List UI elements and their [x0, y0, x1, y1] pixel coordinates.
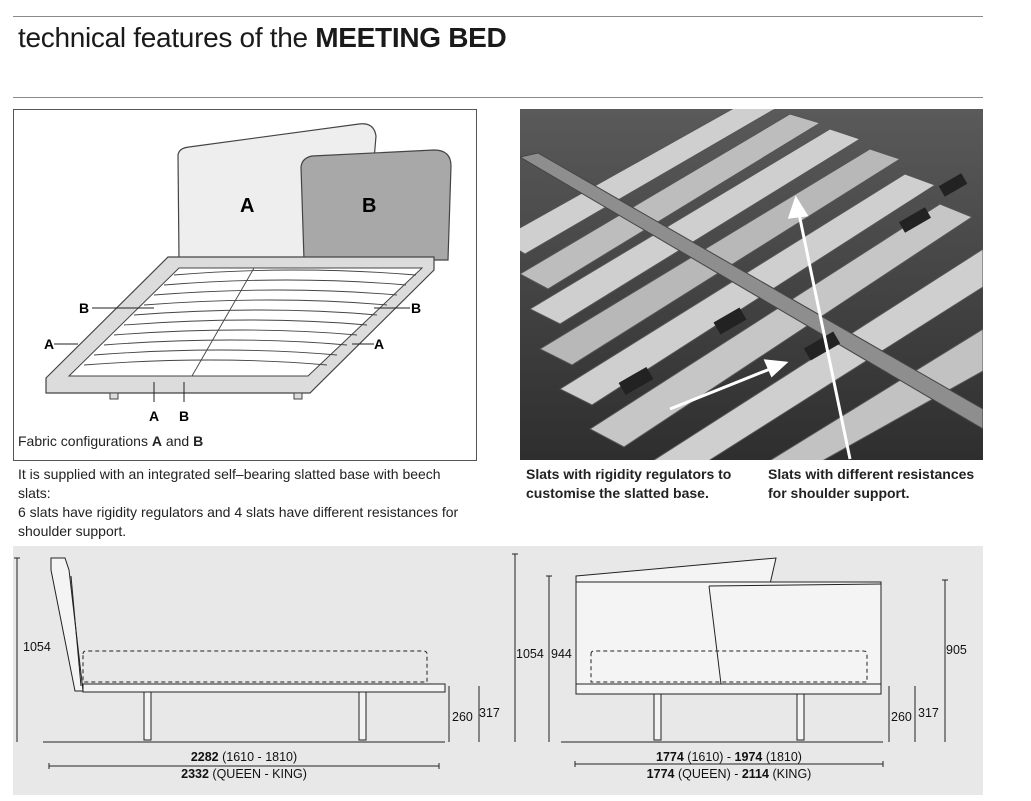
side-height-frame: 260: [452, 710, 473, 724]
side-height-headboard: 1054: [23, 640, 51, 654]
description-line-3: 6 slats have rigidity regulators and 4 s…: [18, 504, 459, 520]
callout-right-b: B: [411, 300, 421, 316]
callout-left-a: A: [44, 336, 54, 352]
bed-line-drawing: A B B B A A A B: [44, 123, 452, 424]
callout-bottom-a: A: [149, 408, 159, 424]
title-rule: [13, 97, 983, 98]
headboard-label-b: B: [362, 195, 376, 217]
fabric-diagram-panel: A B B B A A A B Fabric configurations A …: [13, 109, 477, 461]
dimension-drawings: 1054 260 317 2282 (1610 - 1810) 2332 (QU…: [14, 553, 967, 781]
page-title: technical features of the MEETING BED: [18, 22, 507, 53]
top-rule: [13, 16, 983, 17]
headboard-label-a: A: [240, 195, 254, 217]
front-height-frame: 260: [891, 710, 912, 724]
side-height-total-frame: 317: [479, 706, 500, 720]
callout-bottom-b: B: [179, 408, 189, 424]
front-height-right: 905: [946, 643, 967, 657]
front-width-line-2: 1774 (QUEEN) - 2114 (KING): [647, 767, 812, 781]
caption-rigidity-regulators: Slats with rigidity regulators to custom…: [526, 466, 732, 501]
description-line-1: It is supplied with an integrated self–b…: [18, 466, 441, 482]
description-line-2: slats:: [18, 485, 51, 501]
fabric-caption: Fabric configurations A and B: [18, 433, 204, 449]
callout-left-b: B: [79, 300, 89, 316]
side-length-line-2: 2332 (QUEEN - KING): [181, 767, 307, 781]
front-height-outer: 1054: [516, 647, 544, 661]
dimensions-panel: 1054 260 317 2282 (1610 - 1810) 2332 (QU…: [13, 546, 983, 795]
description-line-4: shoulder support.: [18, 523, 127, 539]
front-width-line-1: 1774 (1610) - 1974 (1810): [656, 750, 802, 764]
description-text: It is supplied with an integrated self–b…: [18, 465, 488, 541]
slatted-base-photo: [520, 109, 983, 460]
callout-right-a: A: [374, 336, 384, 352]
side-length-line-1: 2282 (1610 - 1810): [191, 750, 297, 764]
front-height-inner: 944: [551, 647, 572, 661]
front-height-total-frame: 317: [918, 706, 939, 720]
caption-shoulder-support: Slats with different resistances for sho…: [768, 466, 975, 501]
